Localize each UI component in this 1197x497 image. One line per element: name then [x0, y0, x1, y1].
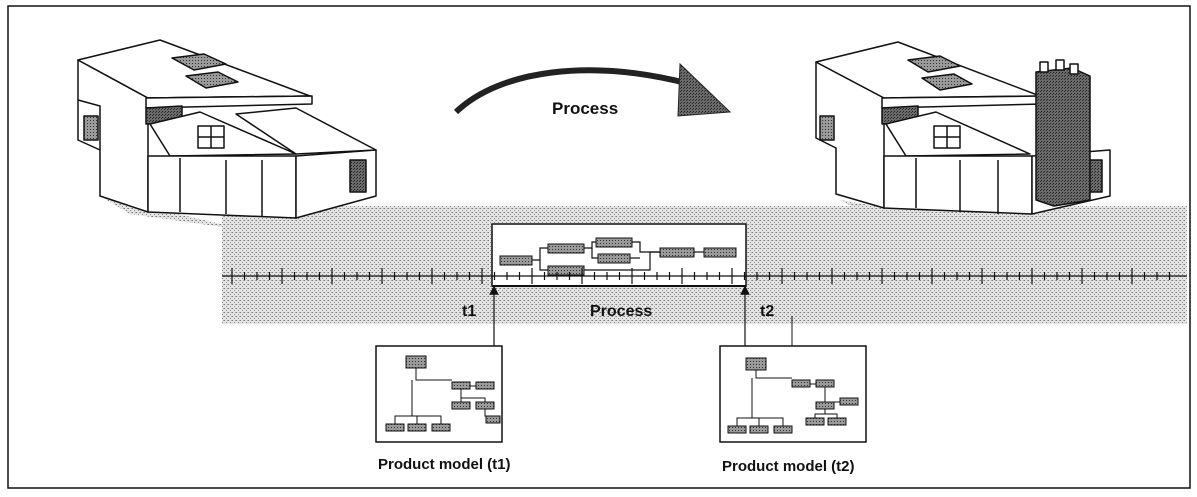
product-model-t2-label: Product model (t2): [722, 458, 855, 475]
timeline-axis: [222, 268, 1187, 287]
process-arrow-icon: [453, 62, 732, 117]
t1-label: t1: [462, 303, 476, 320]
product-tree-icon: [375, 345, 503, 443]
diagram-border: [7, 5, 1191, 489]
product-model-t1-label: Product model (t1): [378, 456, 511, 473]
house-before-icon: [77, 39, 390, 238]
process-arc-label: Process: [552, 99, 618, 118]
house-after-icon: [815, 41, 1150, 236]
process-timeline-label: Process: [590, 303, 652, 320]
product-tree-icon: [719, 316, 867, 443]
t2-label: t2: [760, 303, 774, 320]
